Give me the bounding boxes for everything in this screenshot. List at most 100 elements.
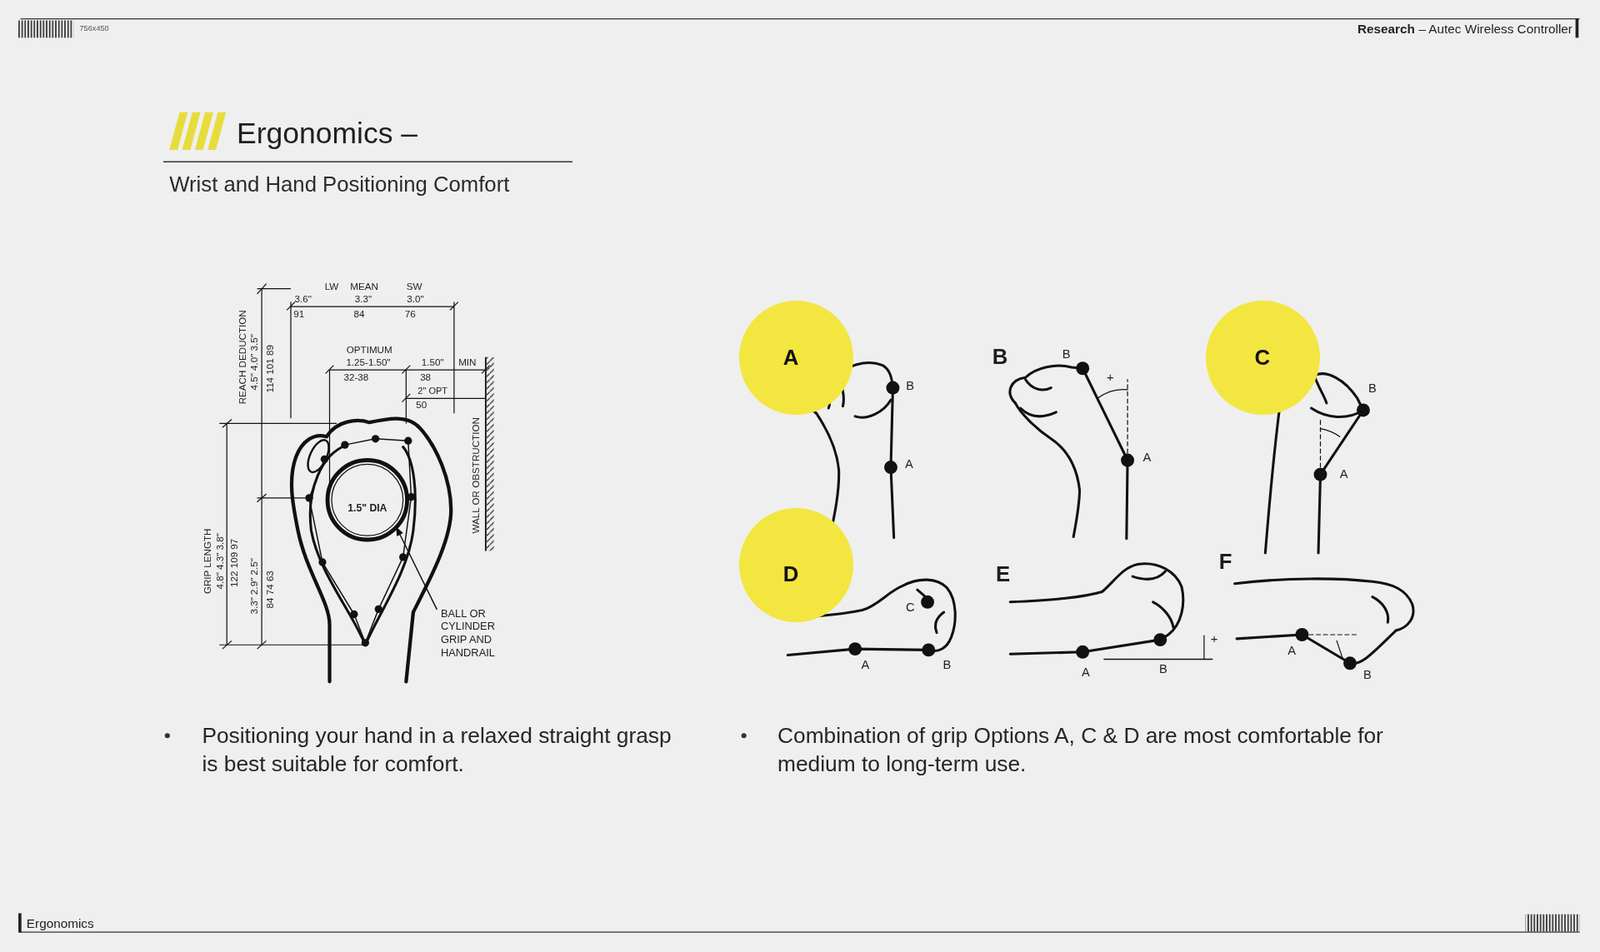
diagram-label: GRIP LENGTH: [203, 528, 214, 595]
dimension-lines: [481, 365, 490, 375]
wrist-posture-illustration: [1104, 659, 1213, 660]
wrist-posture-illustration: [1082, 368, 1128, 540]
joint-dot: [399, 553, 407, 561]
posture-joint-dot: [1343, 656, 1357, 670]
header-section: Research: [1357, 21, 1415, 36]
dimension-lines: [485, 357, 487, 552]
posture-joint-dot: [1314, 468, 1328, 482]
diagram-label: 84 74 63: [264, 570, 275, 609]
diagram-label: B: [1363, 669, 1372, 682]
diagram-label: B: [942, 659, 951, 672]
diagram-label: WALL OR OBSTRUCTION: [470, 417, 481, 534]
hand-grip-illustration: [310, 445, 415, 645]
hand-grip-illustration: [331, 464, 404, 536]
wrist-posture-illustration: [1235, 579, 1414, 631]
frame: [18, 913, 22, 933]
bullet-dot: [741, 733, 747, 739]
diagram-label: 1.50": [421, 357, 445, 368]
title-mark: [163, 112, 573, 162]
wrist-posture-illustration: [1336, 640, 1343, 660]
joint-dot: [318, 558, 326, 566]
posture-joint-dot: [1075, 645, 1090, 660]
diagram-label: C: [905, 601, 915, 615]
diagram-label: B: [905, 380, 915, 393]
dimension-lines: [405, 398, 486, 400]
highlight-circle: A: [739, 300, 854, 415]
diagram-label: MEAN: [350, 281, 379, 292]
dimension-lines: [257, 494, 267, 503]
hand-grip-illustration: [365, 440, 411, 644]
dimension-lines: [219, 645, 368, 646]
posture-joint-dot: [1295, 628, 1309, 642]
grip-option-letter: D: [783, 564, 800, 586]
header-project: – Autec Wireless Controller: [1418, 21, 1572, 36]
diagram-label: B: [992, 346, 1009, 369]
wrist-posture-illustration: [1318, 410, 1364, 554]
diagram-label: Wrist and Hand Positioning Comfort: [169, 174, 510, 196]
frame: [18, 18, 1580, 934]
wrist-posture-illustration: [1132, 571, 1174, 628]
frame: [20, 931, 1580, 933]
frame: [1575, 18, 1580, 38]
diagram-label: A: [1142, 451, 1151, 465]
dimension-lines: [257, 640, 267, 650]
diagram-label: 1.25-1.50": [345, 357, 390, 368]
joint-dot: [305, 494, 313, 502]
diagram-label: BALL OR CYLINDER GRIP AND HANDRAIL: [440, 607, 510, 661]
bullet-dot: [165, 733, 170, 739]
joint-dot: [305, 435, 415, 647]
diagram-label: 84: [354, 309, 365, 320]
posture-joint-dot: [1356, 404, 1370, 418]
diagram-label: F: [1219, 551, 1233, 574]
wrist-posture-illustration: [1310, 375, 1363, 418]
diagram-label: 1.5" DIA: [347, 503, 387, 514]
grip-option-letter: A: [783, 347, 800, 370]
diagram-label: Ergonomics: [26, 917, 95, 930]
dimension-lines: [290, 302, 291, 420]
posture-joint-dot: [1075, 361, 1090, 375]
posture-joint-dot: [848, 361, 1370, 670]
diagram-label: 32-38: [343, 372, 369, 383]
hand-grip-illustration: [395, 526, 404, 537]
joint-dot: [371, 435, 380, 443]
diagram-label: LW: [325, 281, 340, 292]
wrist-posture-illustration: [780, 356, 1414, 665]
dimension-lines: [219, 284, 494, 650]
dimension-lines: [219, 423, 337, 425]
title-mark: [163, 160, 573, 162]
dimension-lines: [401, 365, 410, 375]
diagram-label: Combination of grip Options A, C & D are…: [777, 722, 1415, 779]
wrist-posture-illustration: [1015, 403, 1080, 537]
wrist-posture-illustration: [1301, 634, 1357, 635]
posture-joint-dot: [884, 460, 898, 475]
dimension-lines: [257, 284, 267, 295]
hand-grip-illustration: [291, 419, 451, 683]
diagram-label: 76: [405, 309, 416, 320]
diagram-label: A: [1340, 468, 1349, 481]
grip-option-letter: C: [1254, 347, 1270, 370]
hand-grip-illustration: [291, 419, 451, 683]
diagram-label: A: [1287, 645, 1296, 658]
dimension-lines: [222, 640, 232, 650]
dimension-lines: [226, 423, 228, 645]
diagram-label: 50: [415, 400, 427, 410]
dimension-lines: [401, 394, 410, 403]
posture-joint-dot: [921, 643, 935, 657]
wrist-posture-illustration: [1098, 390, 1129, 399]
diagram-label: Positioning your hand in a relaxed strai…: [201, 722, 682, 779]
diagram-label: 38: [420, 372, 431, 383]
joint-dot: [375, 605, 383, 614]
posture-joint-dot: [885, 381, 900, 395]
diagram-label: 2" OPT: [417, 386, 448, 396]
posture-joint-dot: [920, 595, 935, 610]
diagram-label: OPTIMUM: [346, 345, 393, 355]
dimension-lines: [257, 497, 307, 499]
dimension-lines: [450, 302, 459, 311]
diagram-label: A: [1081, 666, 1090, 680]
diagram-label: 114 101 89: [264, 345, 275, 394]
joint-dot: [407, 493, 415, 501]
slide-title: Ergonomics –: [236, 119, 418, 150]
diagram-label: 3.6": [295, 294, 312, 305]
wrist-posture-illustration: [917, 590, 945, 633]
